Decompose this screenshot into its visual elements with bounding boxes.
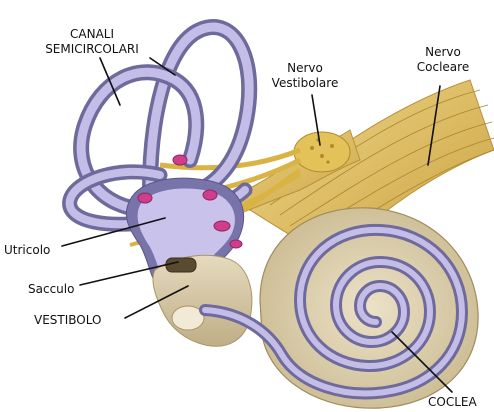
label-coclea: COCLEA — [428, 395, 477, 409]
ampulla-spot — [173, 155, 187, 165]
label-utricolo: Utricolo — [4, 243, 50, 257]
vestibular-ganglion — [294, 132, 350, 172]
oval-window — [166, 258, 196, 272]
label-nervo-vest-line1: Nervo — [287, 61, 323, 75]
label-nervo-coc-line1: Nervo — [425, 45, 461, 59]
bony-vestibule — [153, 255, 252, 346]
macula-spot — [214, 221, 230, 231]
label-canali-line1: CANALI — [70, 27, 114, 41]
label-canali-line2: SEMICIRCOLARI — [45, 42, 139, 56]
ampulla-spot — [203, 190, 217, 200]
label-sacculo: Sacculo — [28, 282, 74, 296]
label-nervo-coc-line2: Cocleare — [417, 60, 469, 74]
ampulla-spot — [138, 193, 152, 203]
label-nervo-vest-line2: Vestibolare — [272, 76, 339, 90]
label-vestibolo: VESTIBOLO — [34, 313, 101, 327]
macula-spot — [230, 240, 242, 248]
